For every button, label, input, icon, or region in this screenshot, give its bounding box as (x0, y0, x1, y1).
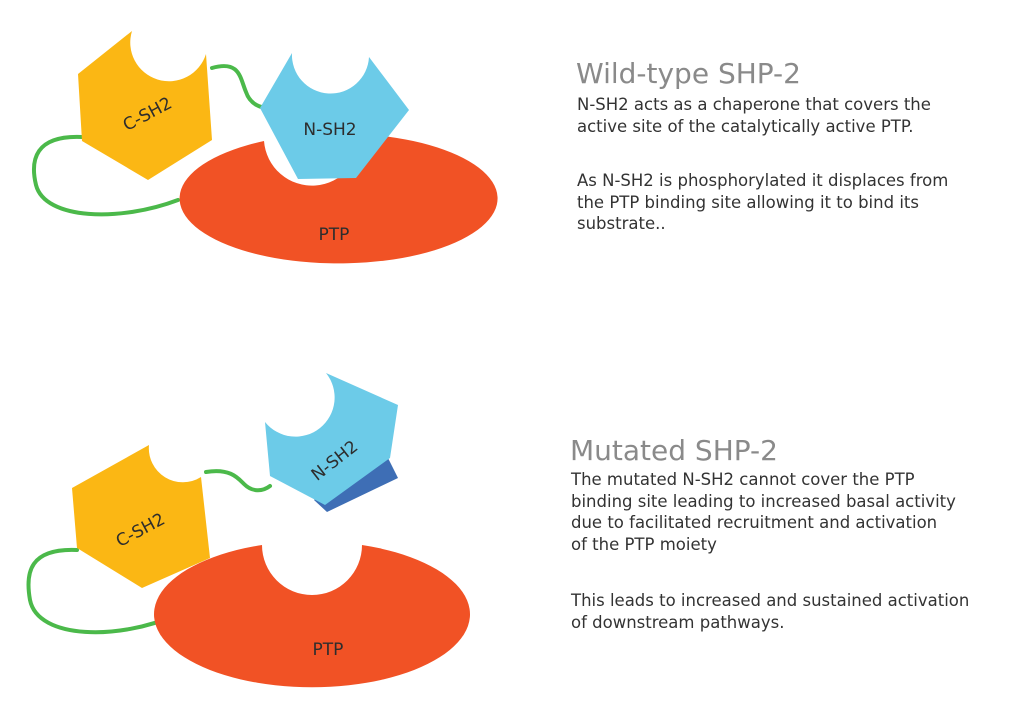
wt-linker-c-to-ptp (31, 134, 180, 217)
wt-ptp-label: PTP (319, 225, 350, 245)
wild-type-title: Wild-type SHP-2 (576, 57, 801, 90)
mutated-title: Mutated SHP-2 (570, 434, 778, 467)
mutated-schematic: C-SH2 N-SH2 PTP (26, 373, 470, 688)
mut-ptp-label: PTP (313, 640, 344, 660)
mutated-description-1: The mutated N-SH2 cannot cover the PTP b… (571, 470, 956, 554)
mutated-description-2: This leads to increased and sustained ac… (571, 591, 970, 632)
wt-ptp-domain (179, 134, 498, 264)
wt-linker-c-to-n (210, 64, 272, 110)
wt-n-sh2-label: N-SH2 (303, 120, 356, 140)
mut-linker-c-to-ptp (26, 547, 178, 635)
mut-ptp-domain (154, 545, 470, 688)
mut-c-sh2-domain (72, 445, 210, 588)
wild-type-description-1: N-SH2 acts as a chaperone that covers th… (577, 95, 931, 136)
wt-c-sh2-domain (78, 31, 212, 180)
wild-type-schematic: C-SH2 N-SH2 PTP (31, 31, 498, 264)
wt-n-sh2-domain (260, 53, 409, 179)
mut-n-sh2-domain (265, 373, 398, 505)
wild-type-description-2: As N-SH2 is phosphorylated it displaces … (577, 171, 949, 233)
mut-linker-c-to-n (204, 469, 272, 493)
